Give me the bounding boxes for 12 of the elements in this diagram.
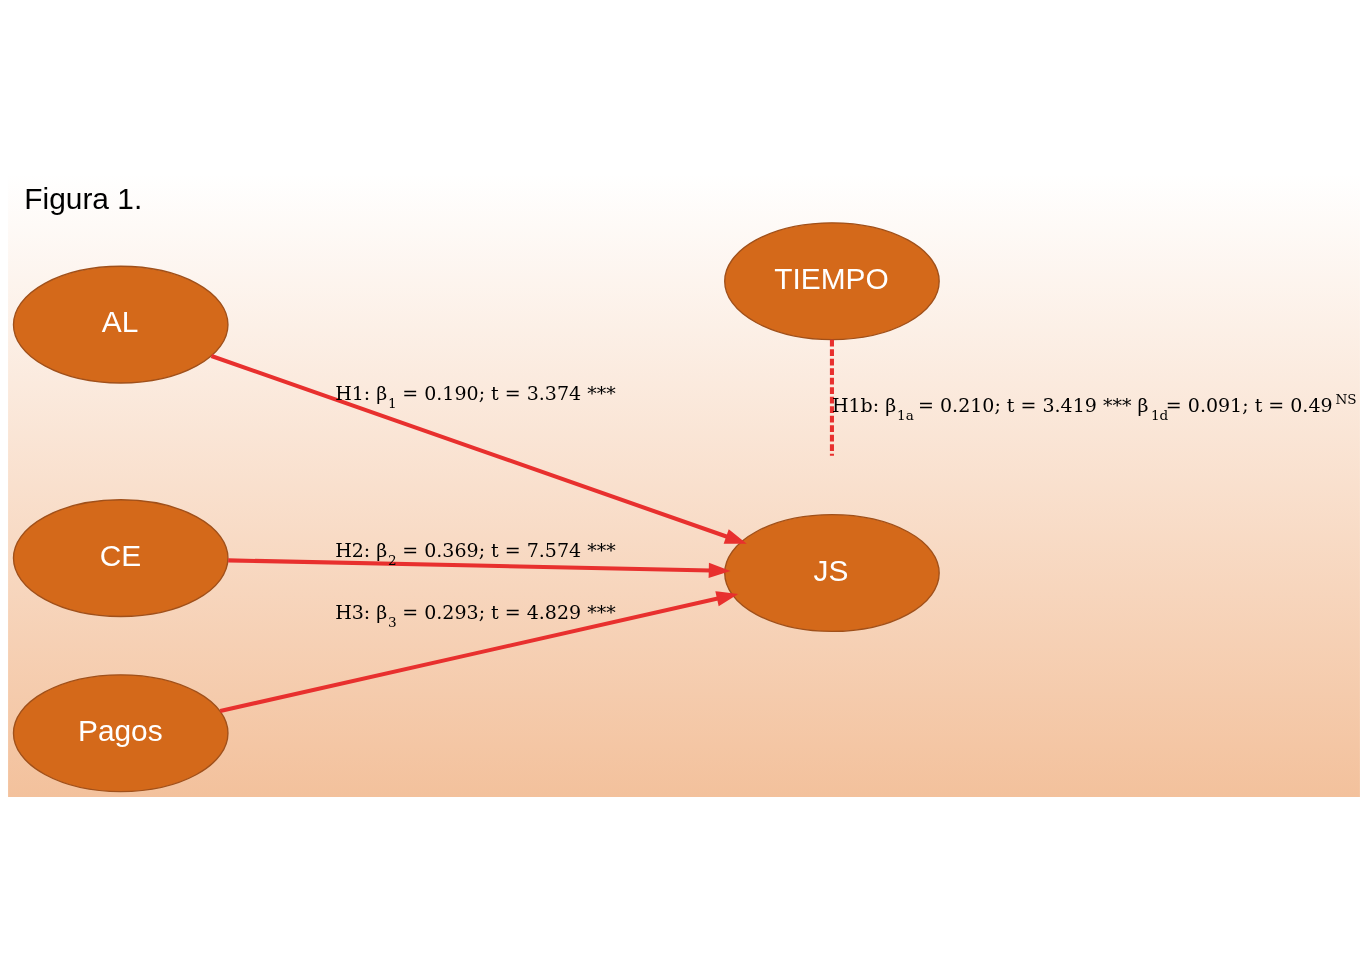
- node-ellipse: Pagos: [12, 673, 229, 792]
- node-ellipse: AL: [12, 265, 229, 384]
- arrow: [210, 353, 747, 544]
- node-ellipse: TIEMPO: [724, 221, 940, 340]
- diagram-title: Figura 1.: [24, 181, 143, 215]
- node-ellipse: CE: [12, 498, 229, 617]
- edge-label: H1: β$_{1}$ = 0.190; t = 3.374 ***: [335, 381, 616, 411]
- arrow: [219, 590, 739, 713]
- edge-label: H1b: β$_{1a}$ = 0.210; t = 3.419 *** β$_{1d}$= 0.091; t = 0.49$^{NS}$: [831, 390, 1357, 423]
- connector: [829, 339, 834, 456]
- edge-label: H3: β$_{3}$ = 0.293; t = 4.829 ***: [335, 600, 616, 630]
- arrow: [228, 557, 731, 578]
